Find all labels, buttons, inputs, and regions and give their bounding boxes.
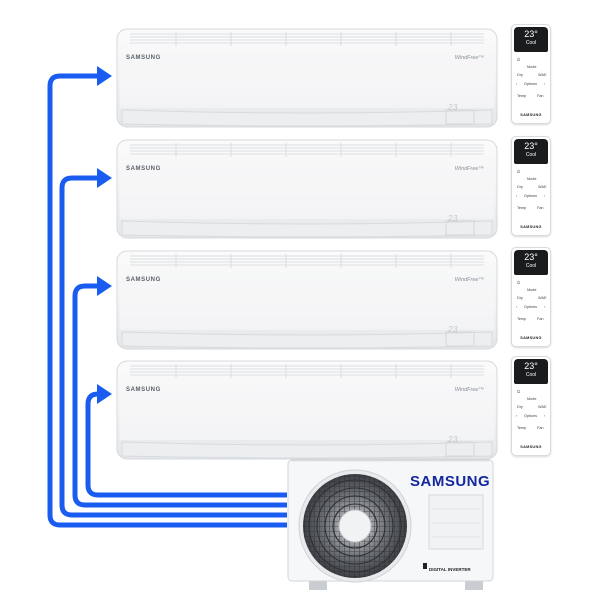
indoor-brand-logo: SAMSUNG [126, 387, 161, 393]
remote-temp: 23° [524, 361, 538, 371]
remote-key-mode: Mode [527, 65, 537, 69]
remote-control: 23° Cool ⏻ Mode Dry WAE Options ‹ › Temp… [511, 247, 551, 347]
remote-key-dry: Dry [517, 296, 523, 300]
remote-shell: 23° Cool ⏻ Mode Dry WAE Options ‹ › Temp… [511, 356, 551, 456]
remote-screen: 23° Cool [514, 27, 548, 52]
pipe-1 [47, 66, 287, 528]
remote-key-options: Options [524, 305, 538, 309]
power-icon: ⏻ [517, 170, 521, 174]
chevron-left-icon: ‹ [516, 305, 518, 309]
remote-screen: 23° Cool [514, 250, 548, 275]
chevron-right-icon: › [544, 414, 546, 418]
remote-key-fan: Fan [537, 94, 544, 98]
indoor-temp-display: 23 [448, 103, 458, 112]
remote-brand: SAMSUNG [520, 445, 542, 449]
indoor-model-label: WindFree™ [454, 387, 484, 393]
remote-mode: Cool [525, 152, 537, 158]
indoor-unit-body [116, 360, 498, 460]
remote-temp: 23° [524, 141, 538, 151]
pipe-4 [85, 384, 287, 498]
remote-key-options: Options [524, 82, 538, 86]
chevron-left-icon: ‹ [516, 82, 518, 86]
power-icon: ⏻ [517, 390, 521, 394]
indoor-temp-display: 23 [448, 435, 458, 444]
remote-key-dry: Dry [517, 73, 523, 77]
chevron-right-icon: › [544, 305, 546, 309]
remote-mode: Cool [525, 263, 537, 269]
remote-control: 23° Cool ⏻ Mode Dry WAE Options ‹ › Temp… [511, 356, 551, 456]
indoor-model-label: WindFree™ [454, 55, 484, 61]
remote-screen: 23° Cool [514, 359, 548, 384]
remote-key-temp: Temp [517, 426, 527, 430]
remote-control: 23° Cool ⏻ Mode Dry WAE Options ‹ › Temp… [511, 136, 551, 236]
indoor-model-label: WindFree™ [454, 166, 484, 172]
remote-key-dry: Dry [517, 405, 523, 409]
remote-key-temp: Temp [517, 94, 527, 98]
remote-key-options: Options [524, 414, 538, 418]
chevron-right-icon: › [544, 194, 546, 198]
indoor-unit-body [116, 250, 498, 350]
remote-key-options: Options [524, 194, 538, 198]
remote-brand: SAMSUNG [520, 336, 542, 340]
indoor-model-label: WindFree™ [454, 277, 484, 283]
remote-key-wind: WAE [538, 296, 547, 300]
remote-key-wind: WAE [538, 73, 547, 77]
power-icon: ⏻ [517, 281, 521, 285]
remote-shell: 23° Cool ⏻ Mode Dry WAE Options ‹ › Temp… [511, 24, 551, 124]
power-icon: ⏻ [517, 58, 521, 62]
indoor-unit: SAMSUNG WindFree™ 23 [116, 250, 498, 350]
remote-mode: Cool [525, 372, 537, 378]
remote-shell: 23° Cool ⏻ Mode Dry WAE Options ‹ › Temp… [511, 247, 551, 347]
remote-key-mode: Mode [527, 177, 537, 181]
remote-key-fan: Fan [537, 426, 544, 430]
remote-key-wind: WAE [538, 185, 547, 189]
indoor-unit-body [116, 28, 498, 128]
remote-screen: 23° Cool [514, 139, 548, 164]
outdoor-brand-logo: SAMSUNG [410, 473, 491, 490]
indoor-temp-display: 23 [448, 325, 458, 334]
outdoor-unit: SAMSUNG DIGITAL INVERTER [287, 459, 496, 590]
chevron-left-icon: ‹ [516, 414, 518, 418]
remote-temp: 23° [524, 252, 538, 262]
remote-brand: SAMSUNG [520, 113, 542, 117]
remote-temp: 23° [524, 29, 538, 39]
pipe-2 [59, 168, 287, 518]
indoor-unit: SAMSUNG WindFree™ 23 [116, 360, 498, 460]
outdoor-unit-body [287, 459, 494, 590]
remote-key-mode: Mode [527, 288, 537, 292]
remote-key-temp: Temp [517, 206, 527, 210]
digital-inverter-badge: DIGITAL INVERTER [429, 567, 471, 572]
indoor-unit-body [116, 139, 498, 239]
chevron-left-icon: ‹ [516, 194, 518, 198]
remote-key-dry: Dry [517, 185, 523, 189]
indoor-brand-logo: SAMSUNG [126, 277, 161, 283]
remote-brand: SAMSUNG [520, 225, 542, 229]
pipe-3 [72, 276, 287, 508]
remote-shell: 23° Cool ⏻ Mode Dry WAE Options ‹ › Temp… [511, 136, 551, 236]
remote-key-mode: Mode [527, 397, 537, 401]
indoor-brand-logo: SAMSUNG [126, 166, 161, 172]
remote-key-wind: WAE [538, 405, 547, 409]
remote-control: 23° Cool ⏻ Mode Dry WAE Options ‹ › Temp… [511, 24, 551, 124]
remote-key-temp: Temp [517, 317, 527, 321]
remote-key-fan: Fan [537, 206, 544, 210]
remote-mode: Cool [525, 40, 537, 46]
remote-key-fan: Fan [537, 317, 544, 321]
indoor-brand-logo: SAMSUNG [126, 55, 161, 61]
indoor-unit: SAMSUNG WindFree™ 23 [116, 139, 498, 239]
indoor-temp-display: 23 [448, 214, 458, 223]
chevron-right-icon: › [544, 82, 546, 86]
indoor-unit: SAMSUNG WindFree™ 23 [116, 28, 498, 128]
